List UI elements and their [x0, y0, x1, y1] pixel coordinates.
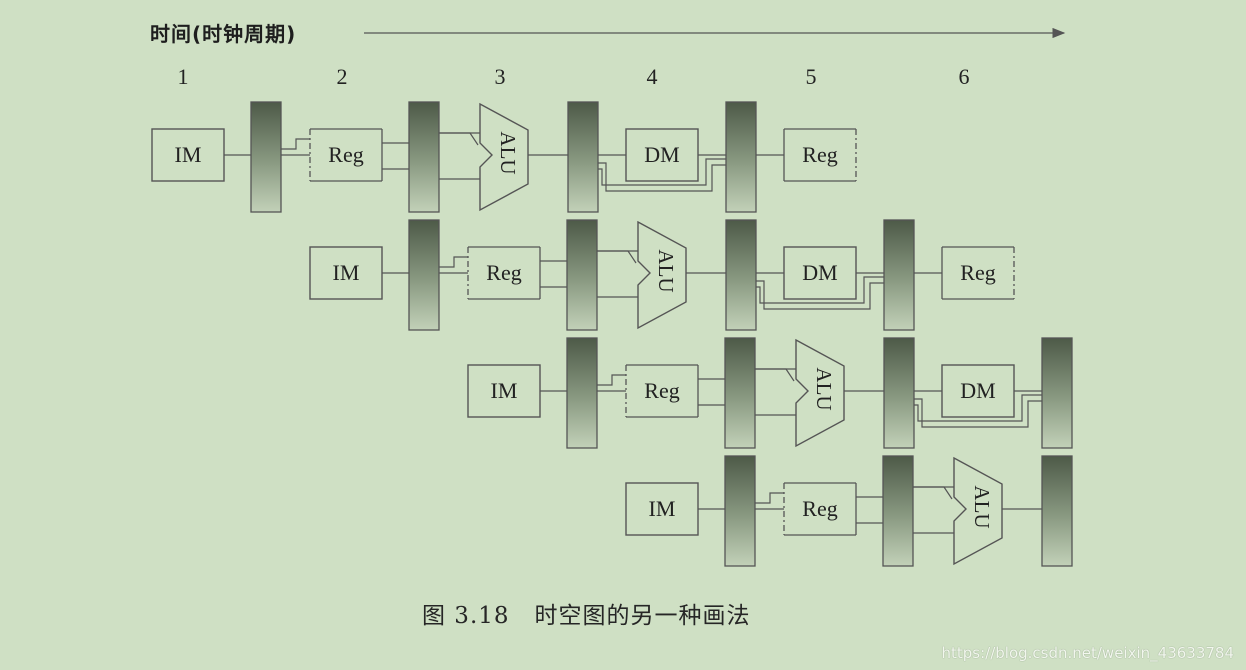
alu-label: ALU	[654, 249, 678, 292]
dm-label: DM	[644, 142, 679, 167]
alu-unit	[479, 102, 529, 212]
instruction-row-4: IM Reg ALU	[625, 455, 1073, 567]
dm-box	[783, 246, 857, 300]
pipeline-register	[724, 337, 756, 449]
im-label: IM	[491, 378, 518, 403]
pipeline-register	[567, 101, 599, 213]
pipeline-register	[566, 337, 598, 449]
reg-write-label: Reg	[960, 260, 995, 285]
cycle-label-1: 1	[177, 64, 189, 89]
instruction-row-3: IM Reg ALU DM	[467, 337, 1073, 449]
figure-caption: 图 3.18 时空图的另一种画法	[422, 603, 751, 629]
pipeline-register	[408, 101, 440, 213]
im-box	[625, 482, 699, 536]
pipeline-register	[725, 101, 757, 213]
alu-label: ALU	[496, 131, 520, 174]
alu-label: ALU	[812, 367, 836, 410]
im-label: IM	[175, 142, 202, 167]
cycle-label-4: 4	[646, 64, 658, 89]
pipeline-register	[725, 219, 757, 331]
alu-unit	[795, 338, 845, 448]
cycle-label-3: 3	[494, 64, 506, 89]
cycle-label-6: 6	[958, 64, 970, 89]
alu-unit	[953, 456, 1003, 566]
reg-write-label: Reg	[802, 142, 837, 167]
pipeline-register	[250, 101, 282, 213]
alu-label: ALU	[970, 485, 994, 528]
instruction-row-1: IM Reg ALU DM Reg	[151, 101, 857, 213]
dm-label: DM	[802, 260, 837, 285]
im-label: IM	[333, 260, 360, 285]
pipeline-register	[882, 455, 914, 567]
cycle-label-2: 2	[336, 64, 348, 89]
im-box	[467, 364, 541, 418]
im-box	[309, 246, 383, 300]
pipeline-register	[883, 337, 915, 449]
alu-unit	[637, 220, 687, 330]
reg-read-label: Reg	[486, 260, 521, 285]
dm-box	[941, 364, 1015, 418]
im-label: IM	[649, 496, 676, 521]
watermark: https://blog.csdn.net/weixin_43633784	[941, 644, 1234, 662]
reg-read-label: Reg	[328, 142, 363, 167]
im-box	[151, 128, 225, 182]
cycle-label-5: 5	[805, 64, 817, 89]
instruction-row-2: IM Reg ALU DM Reg	[309, 219, 1015, 331]
pipeline-register	[883, 219, 915, 331]
reg-read-label: Reg	[644, 378, 679, 403]
pipeline-register	[566, 219, 598, 331]
pipeline-register	[1041, 455, 1073, 567]
dm-box	[625, 128, 699, 182]
pipeline-register	[408, 219, 440, 331]
dm-label: DM	[960, 378, 995, 403]
pipeline-register	[724, 455, 756, 567]
reg-read-label: Reg	[802, 496, 837, 521]
pipeline-register	[1041, 337, 1073, 449]
time-axis-title: 时间(时钟周期)	[150, 22, 297, 46]
